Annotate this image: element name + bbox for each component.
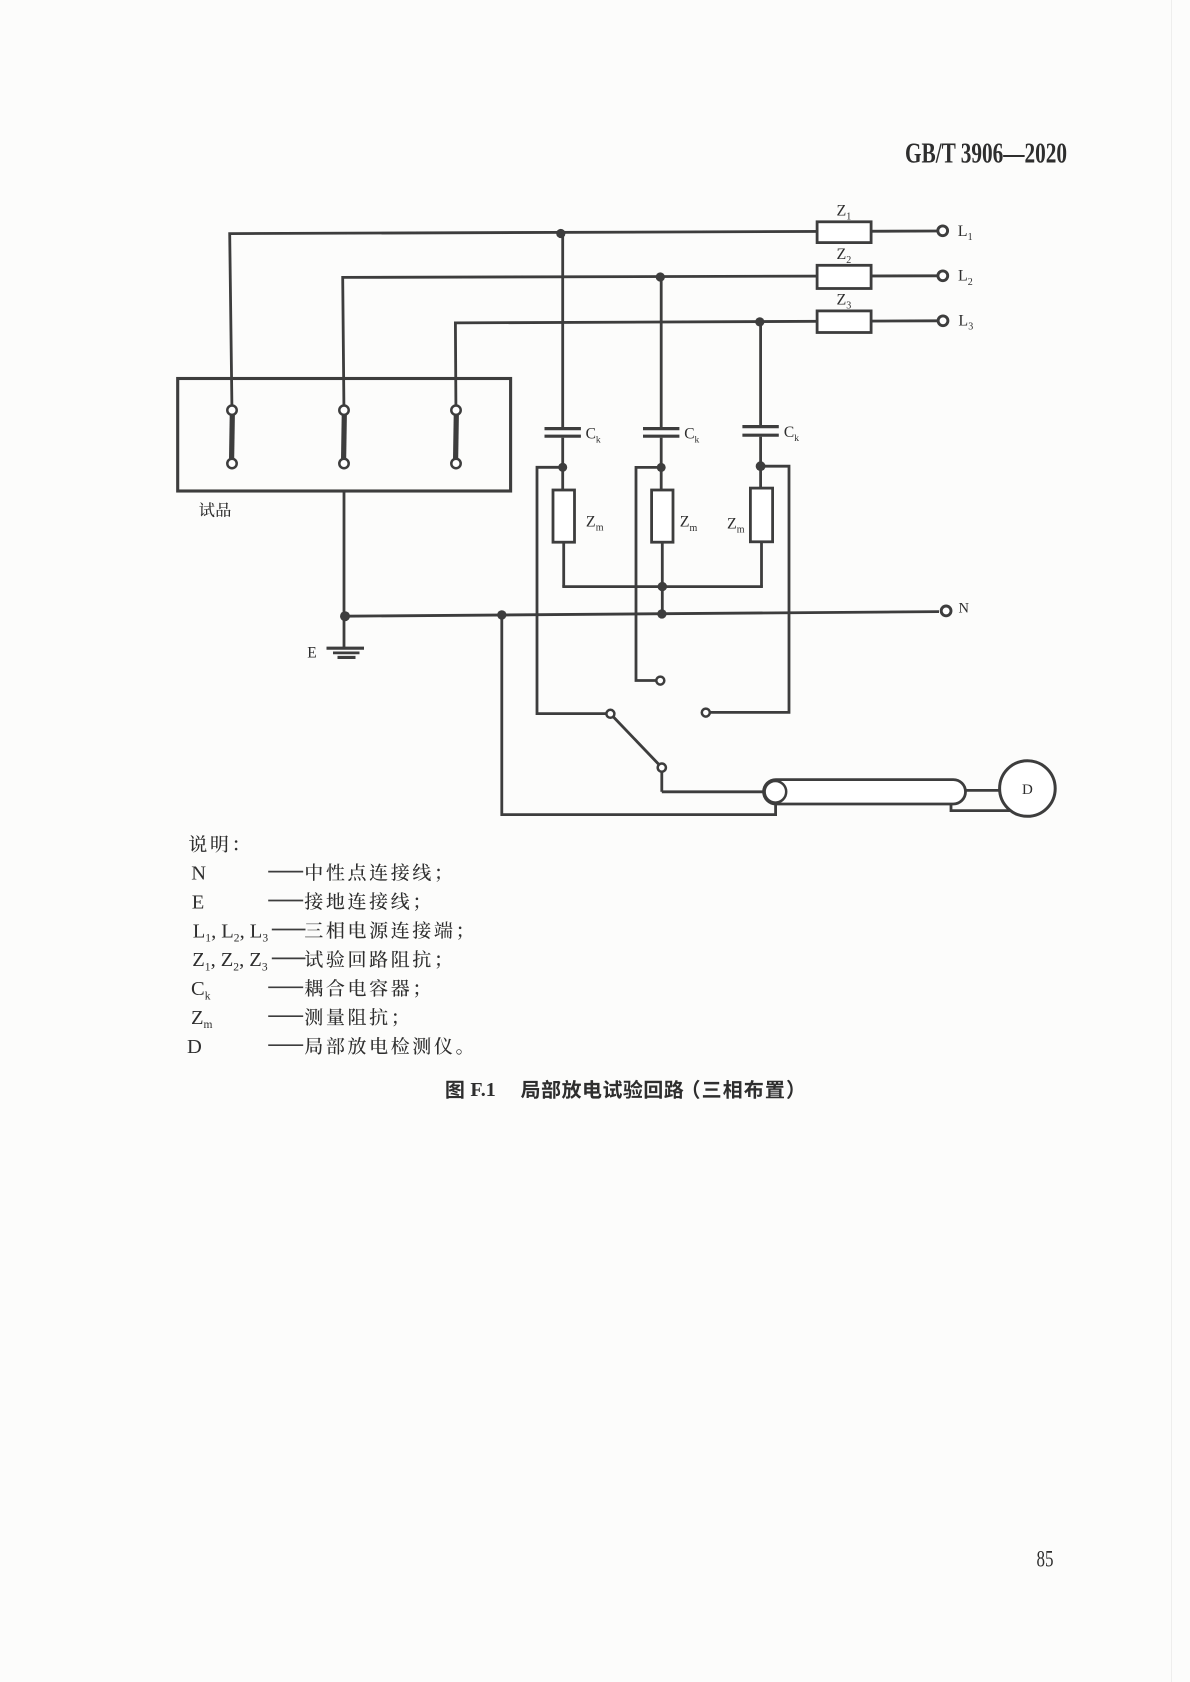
svg-text:Z: Z (727, 515, 737, 532)
svg-text:m: m (204, 1019, 213, 1031)
svg-text:Z: Z (837, 203, 847, 220)
svg-text:D: D (1022, 782, 1033, 798)
svg-text:L: L (250, 920, 263, 942)
svg-text:L: L (221, 920, 234, 942)
svg-text:F.1: F.1 (470, 1079, 495, 1101)
svg-text:Z: Z (837, 246, 847, 263)
svg-text:3: 3 (262, 961, 268, 973)
svg-text:Z: Z (586, 514, 596, 531)
svg-text:k: k (695, 436, 700, 446)
svg-text:E: E (192, 891, 205, 913)
svg-text:C: C (684, 425, 694, 442)
svg-text:m: m (596, 523, 604, 534)
svg-text:Z: Z (221, 949, 234, 971)
svg-text:1: 1 (205, 961, 211, 973)
svg-text:3: 3 (968, 322, 973, 333)
svg-text:1: 1 (846, 212, 851, 223)
svg-text:k: k (794, 434, 799, 444)
svg-text:D: D (187, 1036, 202, 1058)
svg-text:2: 2 (968, 277, 973, 288)
svg-text:1: 1 (205, 933, 211, 945)
svg-text:N: N (959, 600, 970, 616)
svg-text:2: 2 (234, 933, 240, 945)
svg-text:Z: Z (837, 292, 847, 309)
svg-text:k: k (596, 436, 601, 446)
svg-text:3: 3 (262, 933, 268, 945)
svg-text:Z: Z (680, 514, 690, 531)
svg-text:L: L (958, 313, 968, 330)
svg-text:,: , (239, 949, 244, 971)
svg-text:Z: Z (249, 949, 262, 971)
svg-text:L: L (958, 223, 968, 240)
svg-text:E: E (307, 644, 316, 661)
svg-text:,: , (211, 920, 216, 942)
svg-text:3: 3 (846, 301, 851, 312)
svg-text:C: C (784, 424, 794, 441)
svg-text:m: m (690, 523, 698, 534)
svg-text:2: 2 (233, 961, 239, 973)
svg-text:85: 85 (1037, 1547, 1054, 1572)
svg-text:,: , (240, 920, 245, 942)
svg-text:2: 2 (846, 255, 851, 266)
svg-text:L: L (193, 920, 206, 942)
svg-text:k: k (205, 990, 211, 1002)
svg-text:GB/T 3906—2020: GB/T 3906—2020 (905, 139, 1067, 170)
svg-text:Z: Z (192, 949, 205, 971)
svg-text:,: , (211, 949, 216, 971)
svg-text:Z: Z (191, 1007, 204, 1029)
svg-text:C: C (191, 978, 205, 1000)
svg-text:L: L (958, 268, 968, 285)
svg-text:C: C (586, 425, 596, 442)
svg-text:m: m (737, 525, 745, 536)
svg-text:N: N (191, 862, 206, 884)
svg-text:1: 1 (968, 232, 973, 243)
